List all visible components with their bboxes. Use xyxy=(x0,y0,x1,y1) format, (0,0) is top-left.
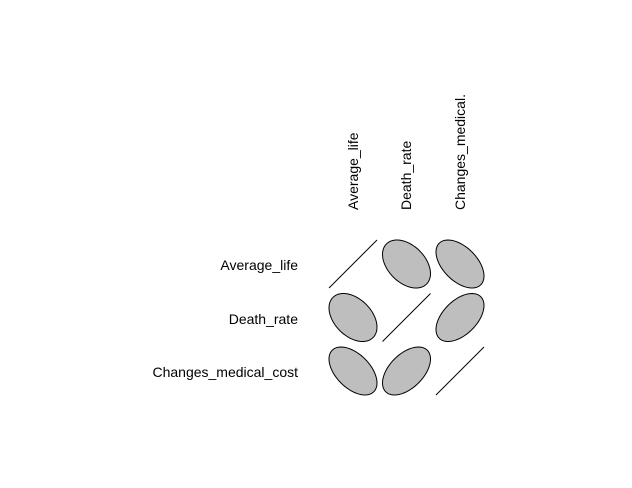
column-label: Changes_medical. xyxy=(452,94,468,210)
row-label: Average_life xyxy=(220,257,298,273)
correlation-ellipse xyxy=(382,239,431,289)
correlation-ellipse xyxy=(435,292,485,343)
column-labels: Average_life Death_rate Changes_medical. xyxy=(345,94,468,210)
correlation-ellipse xyxy=(328,346,378,396)
row-labels: Average_life Death_rate Changes_medical_… xyxy=(152,257,298,380)
row-label: Changes_medical_cost xyxy=(152,364,298,380)
row-label: Death_rate xyxy=(229,311,298,327)
correlation-ellipse xyxy=(328,293,378,342)
diagonal-line-mark xyxy=(328,239,378,289)
diagonal-line-mark xyxy=(382,293,431,342)
ellipse-grid xyxy=(328,239,485,396)
diagonal-line-mark xyxy=(435,346,485,396)
correlation-ellipse xyxy=(435,239,485,289)
correlation-ellipse xyxy=(381,346,432,396)
column-label: Average_life xyxy=(345,132,361,210)
column-label: Death_rate xyxy=(398,141,414,210)
